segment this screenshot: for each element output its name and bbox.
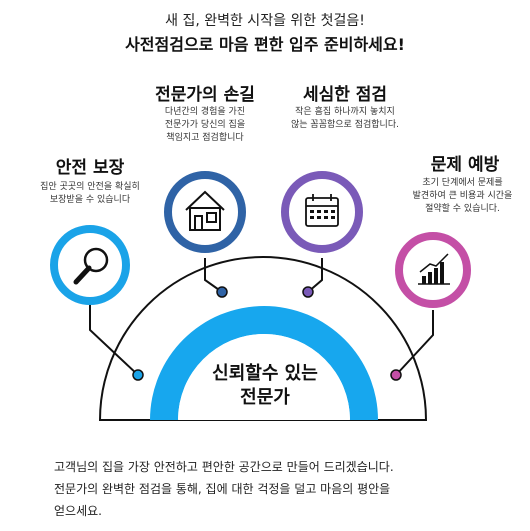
feature-desc-safety: 집안 곳곳의 안전을 확실히 보장받을 수 있습니다 bbox=[40, 182, 140, 205]
connector-dot-1 bbox=[132, 369, 144, 381]
feature-circle-4 bbox=[395, 232, 471, 308]
center-arc-band bbox=[150, 306, 378, 420]
magnifier-icon bbox=[73, 247, 109, 285]
feature-title-safety: 안전 보장 bbox=[55, 158, 125, 178]
house-icon bbox=[185, 190, 225, 231]
feature-title-inspection: 세심한 점검 bbox=[302, 85, 388, 105]
center-title-line1: 신뢰할수 있는 bbox=[212, 363, 318, 384]
connector-dot-3 bbox=[302, 286, 314, 298]
feature-title-prevention: 문제 예방 bbox=[430, 155, 500, 175]
feature-circle-3 bbox=[281, 171, 363, 253]
calendar-icon bbox=[305, 194, 339, 227]
feature-title-expert: 전문가의 손길 bbox=[155, 85, 255, 105]
header-subtitle: 새 집, 완벽한 시작을 위한 첫걸음! bbox=[165, 13, 365, 29]
feature-circle-1 bbox=[50, 225, 130, 305]
feature-desc-prevention: 초기 단계에서 문제를 발견하여 큰 비용과 시간을 절약할 수 있습니다. bbox=[412, 178, 513, 214]
feature-circle-2 bbox=[164, 171, 246, 253]
growth-chart-icon bbox=[418, 253, 450, 285]
feature-desc-inspection: 작은 흠집 하나까지 놓치지 않는 꼼꼼함으로 점검합니다. bbox=[291, 107, 399, 130]
outer-arc bbox=[98, 256, 428, 421]
footer-text: 고객님의 집을 가장 안전하고 편안한 공간으로 만들어 드리겠습니다. 전문가… bbox=[54, 460, 394, 518]
connector-dot-2 bbox=[216, 286, 228, 298]
connector-dot-4 bbox=[390, 369, 402, 381]
center-title: 신뢰할수 있는 전문가 bbox=[180, 362, 350, 410]
header-title: 사전점검으로 마음 편한 입주 준비하세요! bbox=[125, 35, 405, 54]
feature-desc-expert: 다년간의 경험을 가진 전문가가 당신의 집을 책임지고 점검합니다 bbox=[164, 107, 246, 143]
connector-lines bbox=[89, 258, 434, 376]
center-title-line2: 전문가 bbox=[240, 387, 290, 408]
